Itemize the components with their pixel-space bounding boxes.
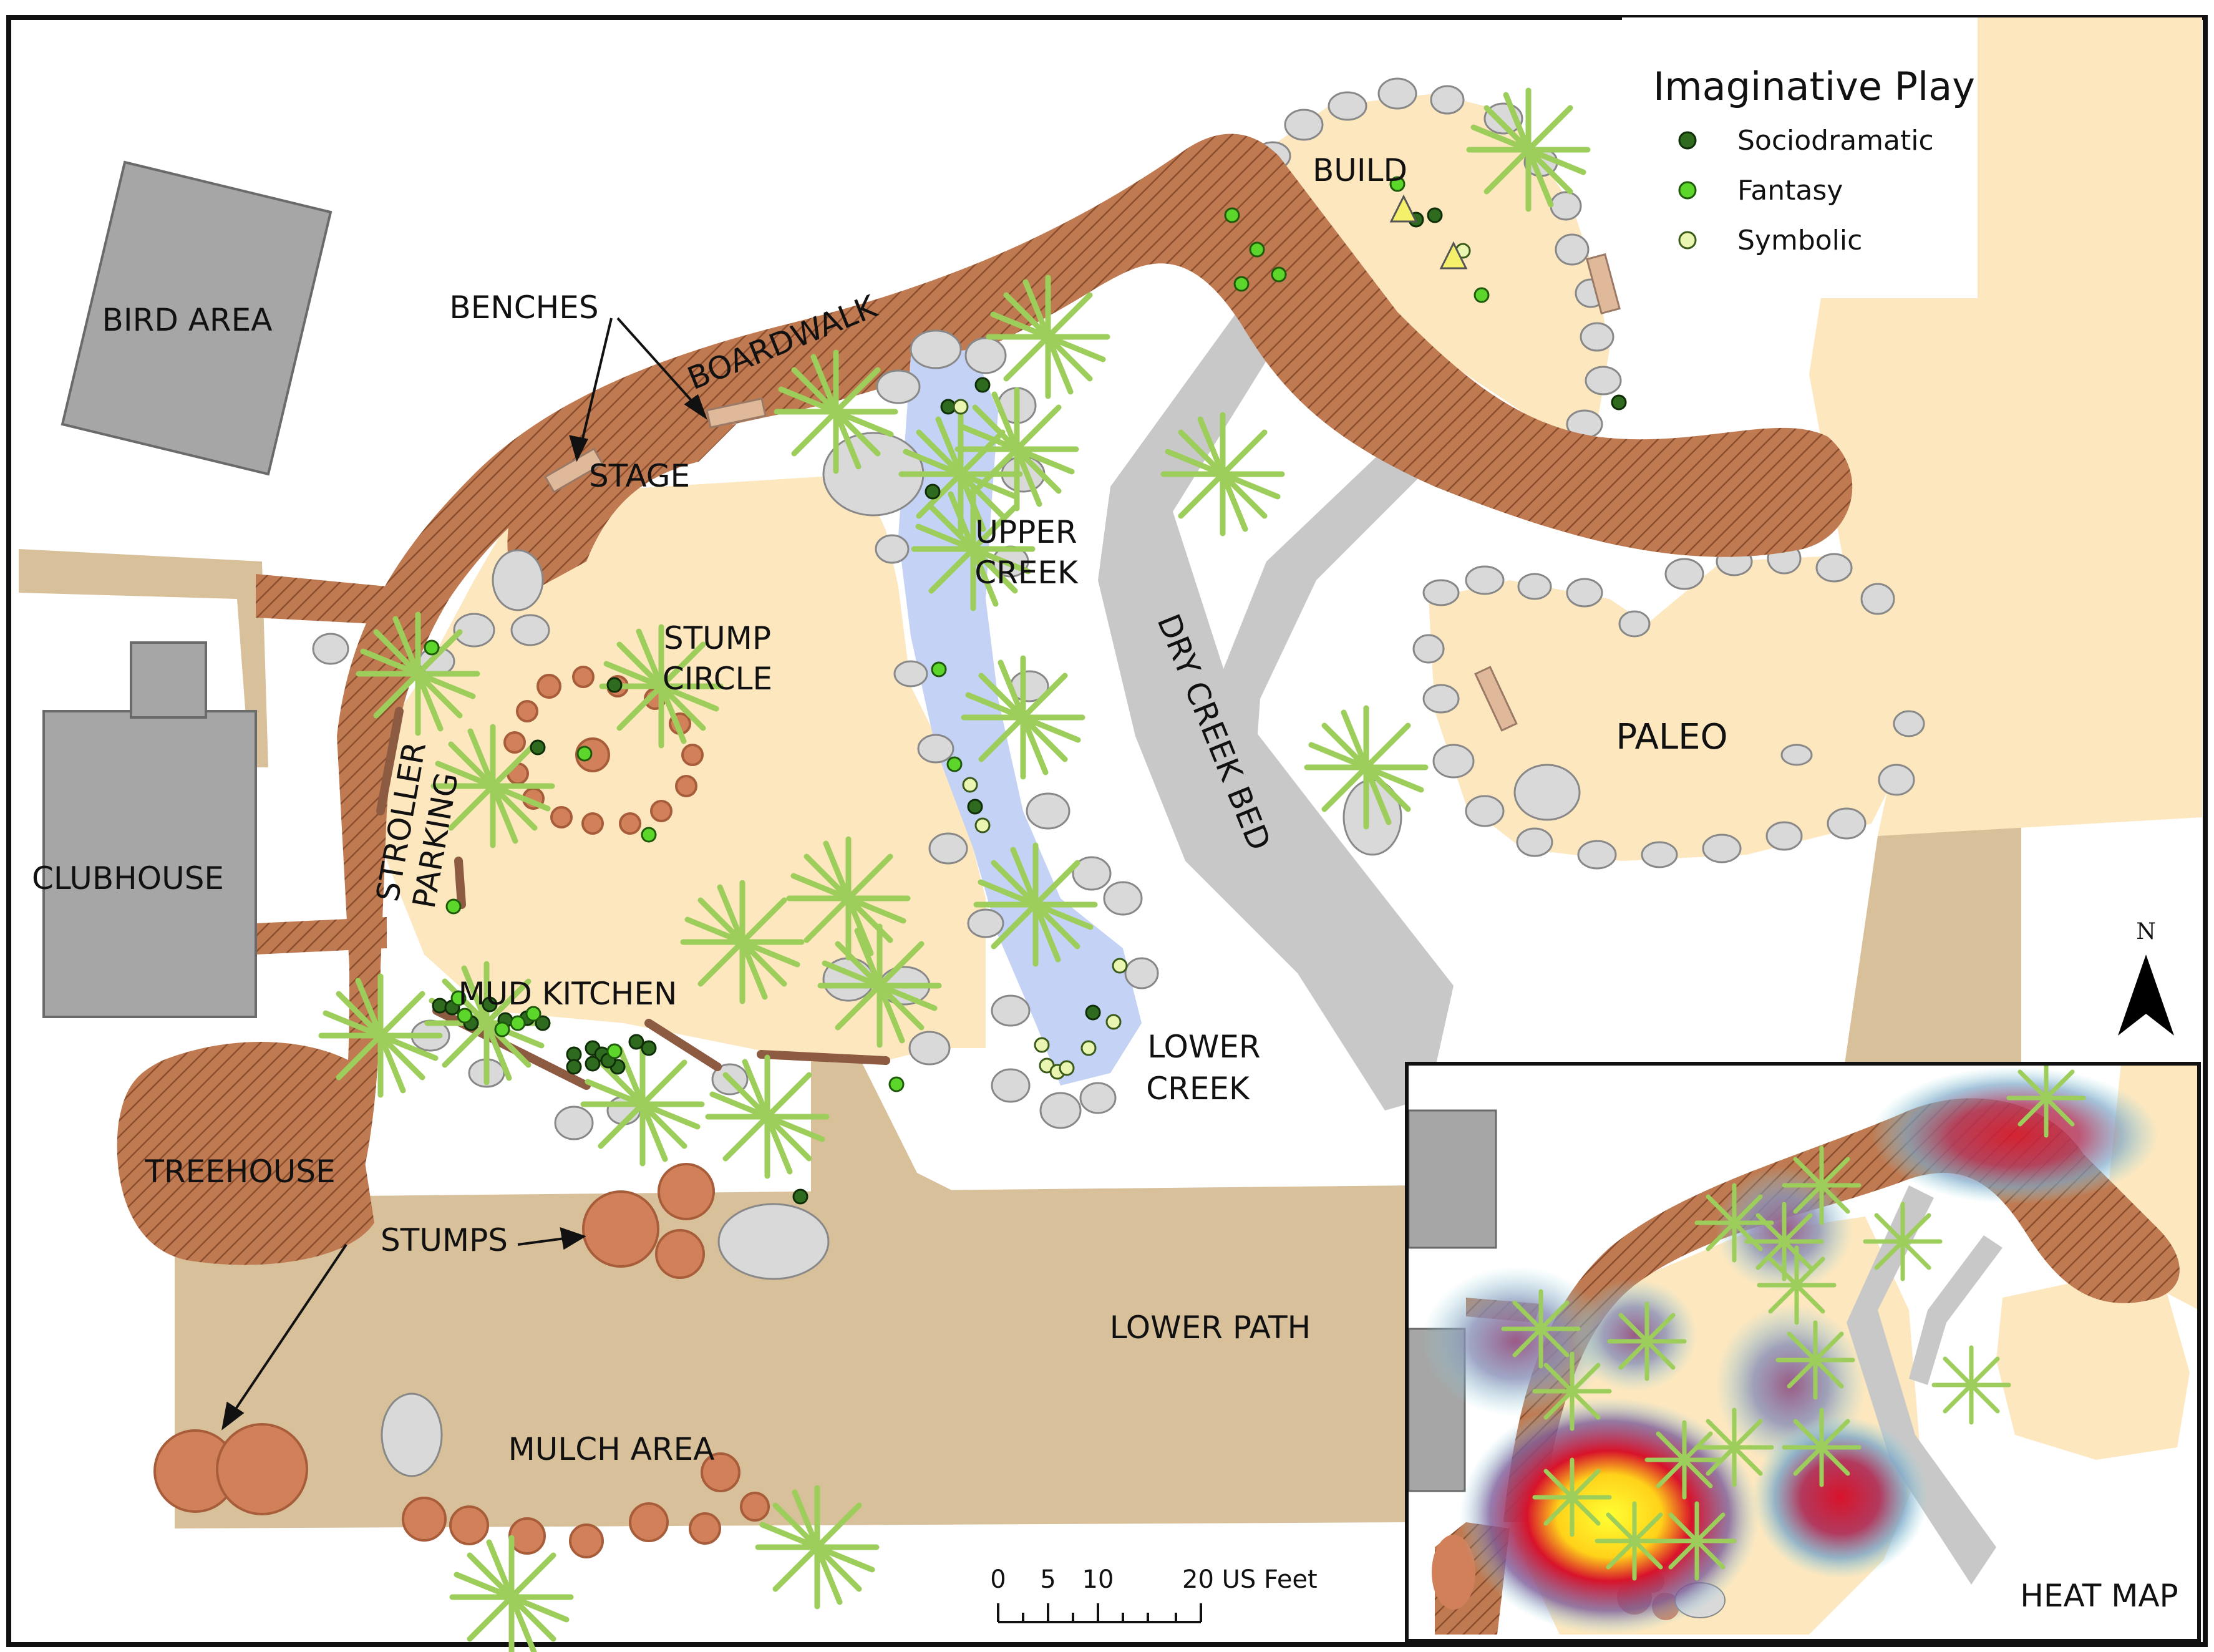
buildings (42, 160, 333, 1018)
clubhouse-building (42, 710, 257, 1018)
north-label: N (2136, 919, 2156, 945)
label-lower-path: LOWER PATH (1110, 1309, 1311, 1346)
boulders (381, 1203, 830, 1477)
bird-area-building (61, 160, 333, 476)
annotation-arrows (221, 317, 707, 1431)
label-benches: BENCHES (449, 289, 598, 326)
north-arrow-icon (2118, 955, 2174, 1036)
label-upper-creek-2: CREEK (974, 555, 1079, 591)
legend-swatch-sociodramatic (1678, 131, 1697, 150)
label-stump-circle-2: CIRCLE (663, 661, 772, 697)
label-stage: STAGE (589, 458, 690, 494)
legend-label-fantasy: Fantasy (1737, 175, 1843, 206)
bench-stage (543, 447, 604, 493)
legend-label-symbolic: Symbolic (1737, 225, 1862, 256)
build-triangles (1389, 194, 1468, 270)
bench-boardwalk (706, 397, 767, 429)
scale-tick-5: 5 (1040, 1565, 1056, 1594)
label-paleo: PALEO (1616, 717, 1727, 757)
label-bird-area: BIRD AREA (102, 302, 273, 338)
stumps (153, 666, 770, 1558)
label-mulch-area: MULCH AREA (508, 1431, 715, 1467)
label-upper-creek-1: UPPER (975, 514, 1077, 550)
build-area (1266, 94, 1610, 437)
boardwalk-spur-clubhouse (256, 917, 387, 955)
legend-swatch-symbolic (1678, 231, 1697, 250)
boardwalk-spur-west (256, 574, 387, 624)
label-stumps: STUMPS (381, 1222, 508, 1258)
label-lower-creek-2: CREEK (1146, 1071, 1250, 1107)
label-build: BUILD (1313, 152, 1407, 188)
scale-bar (997, 1603, 1202, 1623)
observations-fantasy (424, 176, 1490, 1092)
label-heat-map: HEAT MAP (2020, 1578, 2178, 1614)
label-lower-creek-1: LOWER (1147, 1029, 1260, 1065)
east-plaza (1809, 17, 2202, 836)
legend-title: Imaginative Play (1653, 64, 1975, 109)
legend-label-sociodramatic: Sociodramatic (1737, 125, 1934, 157)
clubhouse-annex (130, 641, 207, 719)
label-mud-kitchen: MUD KITCHEN (459, 976, 677, 1012)
label-stump-circle-1: STUMP (664, 620, 771, 656)
north-arrow: N (2118, 919, 2174, 1036)
bench-paleo (1474, 666, 1518, 732)
scale-tick-20: 20 US Feet (1182, 1565, 1318, 1594)
label-clubhouse: CLUBHOUSE (32, 860, 224, 896)
bench-build (1586, 253, 1621, 315)
scale-tick-10: 10 (1082, 1565, 1114, 1594)
stage-platform (507, 424, 736, 599)
legend: Imaginative Play Sociodramatic Fantasy S… (1622, 17, 1978, 298)
rock-border-paleo (1342, 542, 1925, 870)
legend-swatch-fantasy (1678, 181, 1697, 200)
label-treehouse: TREEHOUSE (144, 1154, 335, 1190)
scale-tick-0: 0 (990, 1565, 1006, 1594)
treehouse (117, 1042, 375, 1265)
heat-map-inset: HEAT MAP (1405, 1062, 2201, 1643)
boardwalk (324, 134, 1853, 1223)
